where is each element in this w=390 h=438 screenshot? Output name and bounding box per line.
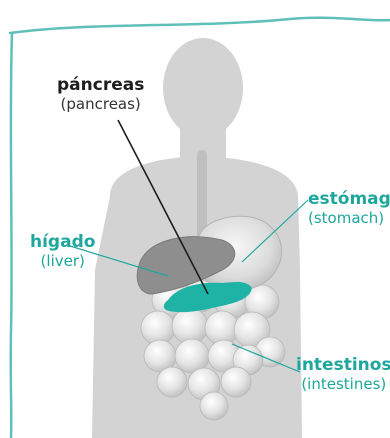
intestines-name: intestinos [296, 356, 390, 376]
intestines-translation: (intestines) [296, 376, 390, 393]
pancreas-label: páncreas (pancreas) [57, 76, 144, 113]
stomach-label: estómago (stomach) [308, 190, 390, 227]
pancreas-name: páncreas [57, 76, 144, 96]
liver-translation: (liver) [30, 253, 95, 270]
stomach-name: estómago [308, 190, 390, 210]
pancreas-translation: (pancreas) [57, 96, 144, 113]
liver-label: hígado (liver) [30, 233, 95, 270]
stomach-translation: (stomach) [308, 210, 390, 227]
intestines-label: intestinos (intestines) [296, 356, 390, 393]
liver-name: hígado [30, 233, 95, 253]
